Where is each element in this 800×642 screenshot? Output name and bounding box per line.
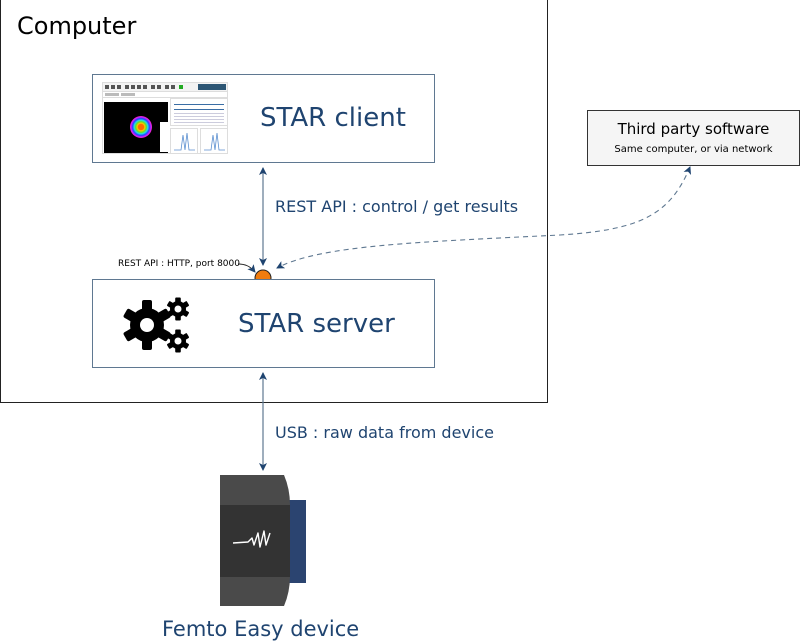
brand-logo <box>198 84 226 90</box>
star-client-screenshot <box>102 82 228 154</box>
results-panel <box>170 98 227 126</box>
toolbar-icon <box>157 85 161 89</box>
signal-indicator-icon <box>179 85 183 89</box>
panel-row <box>174 113 224 114</box>
device-connector <box>288 500 306 583</box>
endpoint-label: REST API : HTTP, port 8000 <box>118 259 240 269</box>
toolbar-icon <box>117 85 121 89</box>
beam-camera-view <box>104 102 168 153</box>
panel-row <box>174 116 224 117</box>
femto-easy-device-icon <box>220 475 306 606</box>
third-party-subtitle: Same computer, or via network <box>614 144 773 155</box>
panel-heading <box>174 109 224 110</box>
star-client-title: STAR client <box>260 103 406 133</box>
gears-icon <box>123 297 189 353</box>
toolbar-icon <box>111 85 115 89</box>
camera-tools <box>160 122 168 152</box>
third-party-node: Third party software Same computer, or v… <box>587 110 800 166</box>
profile-plot-x <box>170 128 198 153</box>
profile-plot-y <box>200 128 227 153</box>
toolbar-icon <box>131 85 135 89</box>
star-server-title: STAR server <box>238 309 395 339</box>
third-party-title: Third party software <box>617 120 770 138</box>
thumb-tab <box>121 93 135 96</box>
panel-row <box>174 122 224 123</box>
panel-row <box>174 119 224 120</box>
toolbar-icon <box>171 85 175 89</box>
thumb-tabs <box>103 92 227 98</box>
panel-heading <box>174 104 224 105</box>
computer-title: Computer <box>17 12 137 40</box>
toolbar-icon <box>143 85 147 89</box>
toolbar-icon <box>125 85 129 89</box>
toolbar-icon <box>151 85 155 89</box>
thumb-tab <box>105 93 119 96</box>
client-server-label: REST API : control / get results <box>275 197 519 216</box>
beam-profile-image <box>130 116 152 138</box>
femto-logo-icon <box>232 530 271 548</box>
device-title: Femto Easy device <box>162 617 360 641</box>
server-device-label: USB : raw data from device <box>275 423 494 442</box>
toolbar-icon <box>105 85 109 89</box>
third-party-edge <box>276 166 691 269</box>
toolbar-icon <box>137 85 141 89</box>
port-label-pointer <box>237 263 256 273</box>
thumb-toolbar <box>103 83 227 92</box>
star-client-node: STAR client <box>92 74 435 163</box>
star-server-node: STAR server <box>92 279 435 368</box>
toolbar-icon <box>165 85 169 89</box>
